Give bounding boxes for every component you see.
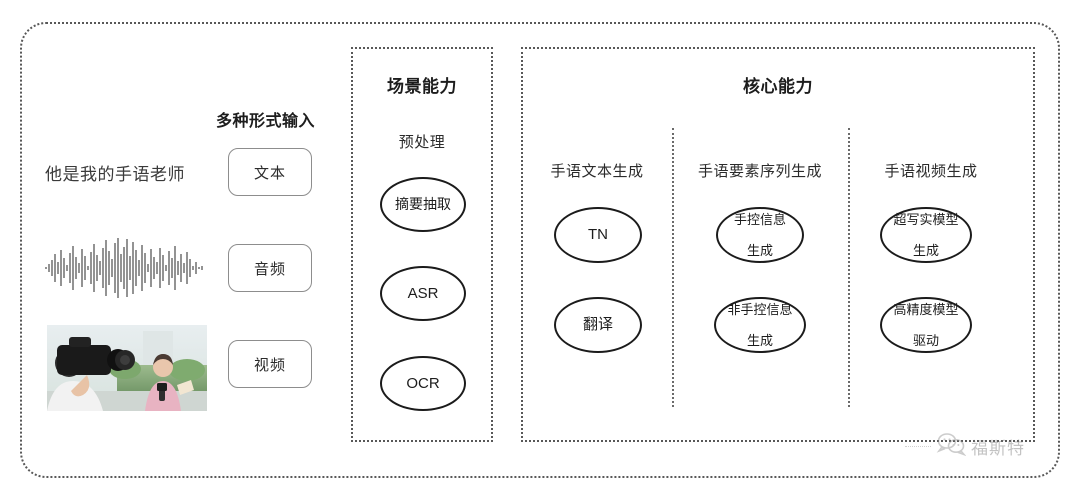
watermark-text: 福斯特 [971,439,1025,458]
input-chip-audio-label: 音频 [253,260,286,278]
input-chip-text[interactable]: 文本 [228,148,312,196]
scene-node-summary-extraction-label: 摘要抽取 [395,196,451,213]
line-2: 生成 [746,332,773,348]
core-column-header-sign-element-sequence-generation: 手语要素序列生成 [697,163,822,180]
audio-waveform [44,236,206,300]
scene-node-ocr[interactable]: OCR [380,356,466,411]
video-thumbnail [47,325,207,411]
core-node-manual-info-generation-label: 手控信息 生成 [726,212,794,258]
core-node-translation[interactable]: 翻译 [554,297,642,353]
core-column-header-sign-video-generation: 手语视频生成 [884,163,978,180]
line-1: 非手控信息 [727,302,793,317]
wechat-icon [936,432,967,461]
outer-frame [20,22,1060,478]
core-node-hyperrealistic-model-generation-label: 超写实模型 生成 [885,212,966,258]
core-node-non-manual-info-generation[interactable]: 非手控信息 生成 [714,297,806,353]
input-chip-audio[interactable]: 音频 [228,244,312,292]
watermark-dots [905,446,931,447]
core-node-high-precision-model-driving[interactable]: 高精度模型 驱动 [880,297,972,353]
scene-node-asr-label: ASR [407,284,439,302]
line-2: 生成 [912,242,939,258]
core-column-header-sign-text-generation: 手语文本生成 [550,163,644,180]
core-node-hyperrealistic-model-generation[interactable]: 超写实模型 生成 [880,207,972,263]
core-column-divider-2 [848,128,850,407]
input-section-heading: 多种形式输入 [216,113,316,130]
scene-node-asr[interactable]: ASR [380,266,466,321]
watermark: 福斯特 [905,432,1025,461]
core-node-manual-info-generation[interactable]: 手控信息 生成 [716,207,804,263]
preprocess-group-label: 预处理 [398,134,446,151]
line-1: 超写实模型 [893,212,959,227]
core-node-high-precision-model-driving-label: 高精度模型 驱动 [885,302,966,348]
core-node-tn-label: TN [588,226,608,244]
scene-panel-title: 场景能力 [387,77,457,96]
line-1: 手控信息 [733,212,786,227]
scene-node-ocr-label: OCR [406,374,440,392]
input-chip-video[interactable]: 视频 [228,340,312,388]
input-chip-text-label: 文本 [253,164,286,182]
scene-node-summary-extraction[interactable]: 摘要抽取 [380,177,466,232]
core-column-divider-1 [672,128,674,407]
line-2: 生成 [746,242,773,258]
line-1: 高精度模型 [893,302,959,317]
core-node-tn[interactable]: TN [554,207,642,263]
core-node-non-manual-info-generation-label: 非手控信息 生成 [719,302,800,348]
input-chip-video-label: 视频 [253,356,286,374]
line-2: 驱动 [912,332,939,348]
core-node-translation-label: 翻译 [582,316,613,334]
core-capability-panel: 核心能力 [521,47,1035,442]
sample-sentence-text: 他是我的手语老师 [45,165,185,184]
core-panel-title: 核心能力 [743,77,813,96]
scene-capability-panel: 场景能力 [351,47,493,442]
